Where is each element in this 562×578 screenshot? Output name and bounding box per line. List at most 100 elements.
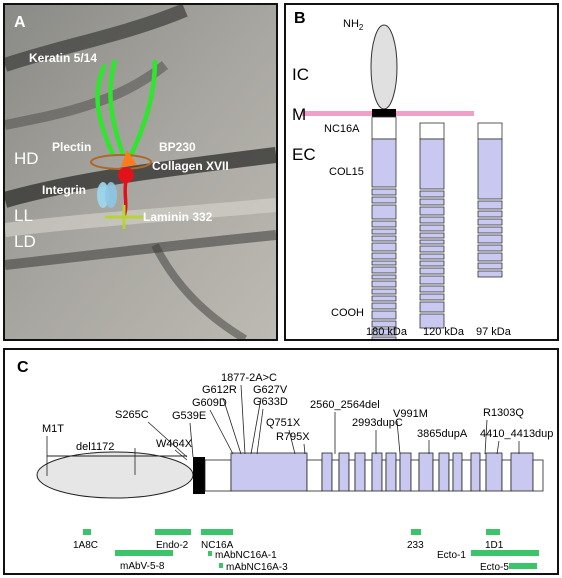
collagenous-segment <box>419 245 445 253</box>
mutation-label: del1172 <box>76 441 114 453</box>
mutation-label: 2993dupC <box>352 417 403 429</box>
collagen-180kda <box>371 116 397 339</box>
exon-block <box>418 452 434 492</box>
ec-label: EC <box>292 145 316 164</box>
exon-block <box>448 459 454 492</box>
collagenous-segment <box>419 275 445 285</box>
antibody-bars <box>83 529 539 569</box>
antibody-bar <box>219 563 223 568</box>
exon-block <box>385 452 397 492</box>
collagenous-segment <box>477 218 503 226</box>
collagenous-segment <box>371 310 397 320</box>
antibody-label: NC16A <box>201 540 234 551</box>
antibody-label: Ecto-5 <box>480 562 509 573</box>
exon-block <box>510 452 534 492</box>
mutation-label: G612R <box>202 384 237 396</box>
exon-block <box>452 452 463 492</box>
collagenous-segment <box>371 235 397 242</box>
antibody-label: mAbV-5-8 <box>120 561 165 572</box>
bp230-label: BP230 <box>159 140 196 154</box>
collagenous-segment <box>419 138 445 190</box>
exon-block <box>432 459 440 492</box>
exon-block <box>306 459 323 492</box>
collagenous-segment <box>371 242 397 252</box>
leader-line <box>174 449 188 461</box>
intracellular-domain-ellipse <box>36 451 194 499</box>
antibody-bar <box>208 551 212 556</box>
collagen-label: Collagen XVII <box>152 159 229 173</box>
collagenous-segment <box>371 196 397 204</box>
collagenous-segment <box>477 234 503 244</box>
panel-c-gene-map: C M1T del1172 S265C G539E W464X G609D G6… <box>3 348 559 575</box>
antibody-bar <box>115 550 173 556</box>
collagenous-segment <box>371 204 397 220</box>
exon-block <box>410 459 420 492</box>
mutation-leader-lines <box>46 384 520 476</box>
panel-a-svg: A Keratin 5/14 Plectin BP230 Collagen XV… <box>5 5 276 339</box>
antibody-bar <box>471 550 539 556</box>
exon-block <box>461 459 472 492</box>
antibody-bar <box>155 529 191 535</box>
plectin-label: Plectin <box>52 140 91 154</box>
tissue-band <box>151 243 248 339</box>
leader-line <box>256 408 264 455</box>
ld-label: LD <box>14 232 36 251</box>
exon-block <box>532 459 544 492</box>
exon-block <box>399 452 412 492</box>
leader-line <box>222 397 242 455</box>
mutation-label: V991M <box>393 408 428 420</box>
exon-block <box>321 452 333 492</box>
collagenous-segment <box>371 280 397 288</box>
exon-block <box>470 452 481 492</box>
panel-c-letter: C <box>17 359 29 376</box>
panel-b-svg: B NH2 IC M NC16A EC COL15 COOH 180 kDa 1… <box>292 10 512 339</box>
collagen-97kda <box>477 122 503 278</box>
collagenous-segment <box>371 260 397 266</box>
transmembrane-segment <box>372 109 396 117</box>
collagenous-segment <box>419 232 445 239</box>
exon-block <box>371 452 383 492</box>
exon-block <box>501 459 512 492</box>
collagenous-segment <box>371 302 397 310</box>
bp230-marker <box>121 150 137 167</box>
keratin-label: Keratin 5/14 <box>29 51 97 65</box>
leader-line <box>240 384 246 455</box>
exon-block <box>485 452 503 492</box>
collagenous-segment <box>477 210 503 218</box>
antibody-label: mAbNC16A-3 <box>226 562 288 573</box>
tissue-band <box>5 5 188 72</box>
collagenous-segment <box>419 206 445 216</box>
collagenous-segment <box>477 270 503 278</box>
collagenous-segment <box>419 190 445 198</box>
ecto-stub <box>419 122 445 140</box>
collagenous-segment <box>419 198 445 206</box>
collagenous-segment <box>371 188 397 196</box>
exon-block <box>395 459 401 492</box>
exon-block <box>438 452 450 492</box>
laminin-label: Laminin 332 <box>143 210 213 224</box>
mutation-label: Q751X <box>266 417 301 429</box>
collagenous-segment <box>371 220 397 228</box>
panel-c-svg: C M1T del1172 S265C G539E W464X G609D G6… <box>17 359 553 573</box>
collagenous-segment <box>477 138 503 200</box>
panel-a-letter: A <box>14 14 26 31</box>
collagenous-segment <box>371 138 397 188</box>
collagenous-segment <box>477 252 503 262</box>
collagenous-segment <box>419 285 445 293</box>
integrin-marker <box>105 182 117 208</box>
collagenous-segment <box>419 253 445 260</box>
mutation-label: G627V <box>253 384 288 396</box>
nc16a-block <box>204 459 232 492</box>
exon-block <box>479 459 487 492</box>
exon-block <box>348 459 356 492</box>
mutation-label: 1877-2A>C <box>221 372 277 384</box>
collagenous-segment <box>477 262 503 270</box>
collagenous-segment <box>477 226 503 234</box>
size-120: 120 kDa <box>423 326 465 338</box>
mutation-label: R1303Q <box>483 407 524 419</box>
mutation-label: G539E <box>172 410 206 422</box>
collagenous-segment <box>371 295 397 302</box>
mutation-label: S265C <box>115 409 149 421</box>
cooh-label: COOH <box>331 307 364 319</box>
mutation-label: 3865dupA <box>417 428 468 440</box>
